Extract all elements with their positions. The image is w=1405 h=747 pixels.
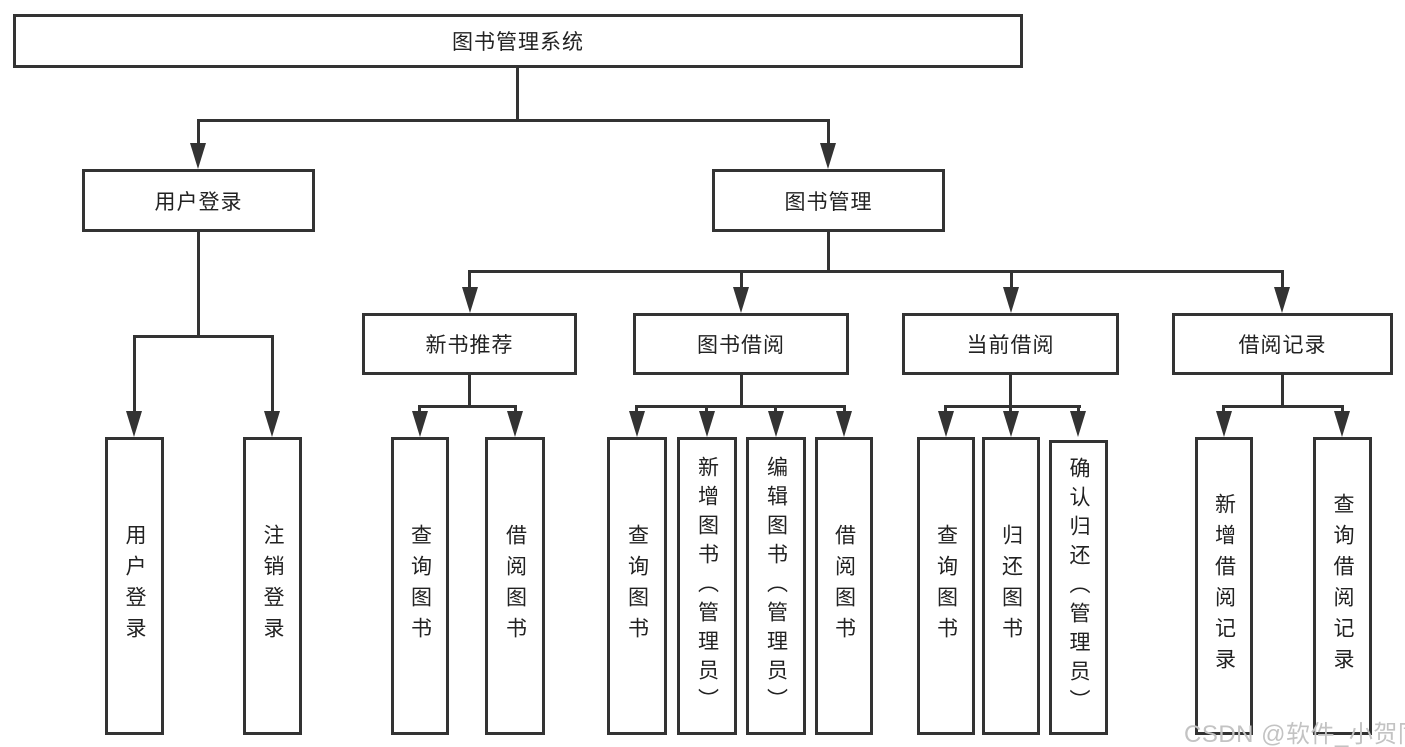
arrow-down-icon	[126, 411, 142, 437]
arrow-down-icon	[1003, 287, 1019, 313]
node-label: 借阅记录	[1238, 334, 1327, 357]
node-label: 查询图书	[934, 524, 958, 648]
arrow-down-icon	[768, 411, 784, 437]
node-book-management: 图书管理	[712, 169, 945, 232]
leaf-current-query-books: 查询图书	[917, 437, 975, 735]
node-label: 新增借阅记录	[1212, 493, 1236, 679]
connector-vline	[197, 232, 200, 338]
leaf-rec-query-books: 查询图书	[391, 437, 449, 735]
arrow-down-icon	[1070, 411, 1086, 437]
connector-vline	[1281, 375, 1284, 407]
connector-vline	[827, 119, 830, 147]
node-label: 归还图书	[999, 524, 1023, 648]
node-label: 图书管理	[784, 190, 873, 214]
connector-vline	[740, 375, 743, 407]
connector-hline	[133, 335, 274, 338]
arrow-down-icon	[629, 411, 645, 437]
connector-vline	[1281, 270, 1284, 290]
leaf-borrow-edit-books-admin: 编辑图书（管理员）	[746, 437, 806, 735]
leaf-user-login: 用户登录	[105, 437, 164, 735]
leaf-record-query: 查询借阅记录	[1313, 437, 1372, 735]
connector-vline	[827, 232, 830, 272]
arrow-down-icon	[836, 411, 852, 437]
connector-hline	[468, 270, 1284, 273]
leaf-borrow-add-books-admin: 新增图书（管理员）	[677, 437, 737, 735]
connector-vline	[516, 68, 519, 121]
node-label: 编辑图书（管理员）	[764, 455, 788, 717]
arrow-down-icon	[412, 411, 428, 437]
arrow-down-icon	[190, 143, 206, 169]
node-label: 图书管理系统	[452, 31, 584, 54]
leaf-current-confirm-return-admin: 确认归还（管理员）	[1049, 440, 1108, 735]
connector-hline	[635, 405, 846, 408]
node-current-borrowing: 当前借阅	[902, 313, 1119, 375]
leaf-rec-borrow-books: 借阅图书	[485, 437, 545, 735]
connector-vline	[271, 335, 274, 415]
csdn-watermark: CSDN @软件_小贺同学	[1184, 721, 1405, 747]
node-label: 注销登录	[261, 524, 284, 648]
arrow-down-icon	[507, 411, 523, 437]
node-user-login: 用户登录	[82, 169, 315, 232]
arrow-down-icon	[1216, 411, 1232, 437]
node-label: 新书推荐	[425, 334, 514, 357]
node-label: 查询图书	[408, 524, 432, 648]
leaf-logout: 注销登录	[243, 437, 302, 735]
leaf-borrow-borrow-books: 借阅图书	[815, 437, 873, 735]
leaf-record-add: 新增借阅记录	[1195, 437, 1253, 735]
node-label: 当前借阅	[966, 334, 1055, 357]
connector-vline	[740, 270, 743, 290]
arrow-down-icon	[1334, 411, 1350, 437]
connector-hline	[1222, 405, 1344, 408]
connector-hline	[944, 405, 1081, 408]
leaf-borrow-query-books: 查询图书	[607, 437, 667, 735]
arrow-down-icon	[820, 143, 836, 169]
arrow-down-icon	[1003, 411, 1019, 437]
node-label: 借阅图书	[832, 524, 856, 648]
node-new-book-recommendation: 新书推荐	[362, 313, 577, 375]
node-label: 借阅图书	[503, 524, 527, 648]
node-label: 用户登录	[123, 524, 146, 648]
arrow-down-icon	[462, 287, 478, 313]
connector-vline	[468, 375, 471, 407]
arrow-down-icon	[699, 411, 715, 437]
connector-vline	[1009, 375, 1012, 407]
connector-vline	[1010, 270, 1013, 290]
node-label: 用户登录	[154, 190, 243, 214]
node-label: 查询图书	[625, 524, 649, 648]
arrow-down-icon	[733, 287, 749, 313]
connector-hline	[418, 405, 517, 408]
connector-vline	[133, 335, 136, 415]
arrow-down-icon	[1274, 287, 1290, 313]
connector-vline	[468, 270, 471, 290]
node-label: 新增图书（管理员）	[695, 455, 719, 717]
node-label: 确认归还（管理员）	[1067, 457, 1090, 718]
leaf-current-return-books: 归还图书	[982, 437, 1040, 735]
node-book-borrowing: 图书借阅	[633, 313, 849, 375]
node-label: 查询借阅记录	[1331, 493, 1354, 679]
connector-vline	[197, 119, 200, 147]
node-root-library-system: 图书管理系统	[13, 14, 1023, 68]
node-label: 图书借阅	[697, 334, 785, 357]
node-borrowing-records: 借阅记录	[1172, 313, 1393, 375]
connector-hline	[197, 119, 830, 122]
arrow-down-icon	[938, 411, 954, 437]
arrow-down-icon	[264, 411, 280, 437]
